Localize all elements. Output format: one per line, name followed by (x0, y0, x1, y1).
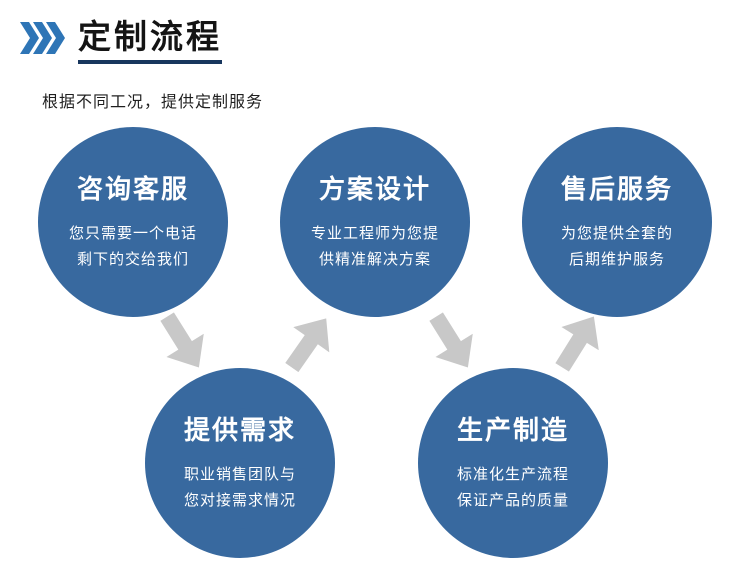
step-title: 咨询客服 (76, 175, 189, 205)
step-title: 生产制造 (456, 416, 569, 446)
step-title: 提供需求 (183, 416, 296, 446)
step-title: 售后服务 (560, 175, 673, 205)
step-circle-production-manufacturing: 生产制造 标准化生产流程 保证产品的质量 (418, 368, 608, 558)
step-description-line: 职业销售团队与 (183, 465, 296, 483)
step-description-line: 标准化生产流程 (456, 465, 569, 483)
step-circle-consult-service: 咨询客服 您只需要一个电话 剩下的交给我们 (38, 127, 228, 317)
step-description: 标准化生产流程 保证产品的质量 (457, 462, 569, 513)
flow-arrow-down-right-icon (417, 305, 486, 379)
flow-arrow-up-right-icon (274, 306, 344, 380)
step-description-line: 保证产品的质量 (456, 490, 569, 509)
step-circle-provide-requirements: 提供需求 职业销售团队与 您对接需求情况 (145, 368, 335, 558)
step-description-line: 供精准解决方案 (318, 249, 431, 268)
step-circle-solution-design: 方案设计 专业工程师为您提 供精准解决方案 (280, 127, 470, 317)
flow-arrow-down-right-icon (148, 305, 217, 379)
step-description: 职业销售团队与 您对接需求情况 (184, 462, 296, 513)
title-wrap: 定制流程 (78, 16, 222, 65)
step-description: 您只需要一个电话 剩下的交给我们 (69, 221, 197, 272)
step-description: 为您提供全套的 后期维护服务 (561, 221, 673, 272)
step-description: 专业工程师为您提 供精准解决方案 (311, 221, 439, 272)
step-circle-after-sales: 售后服务 为您提供全套的 后期维护服务 (522, 127, 712, 317)
section-header: 定制流程 (20, 16, 222, 65)
step-title: 方案设计 (318, 175, 431, 205)
triple-chevron-right-icon (20, 22, 65, 54)
step-description-line: 您对接需求情况 (183, 490, 296, 509)
step-description-line: 您只需要一个电话 (68, 224, 197, 242)
flow-arrow-up-right-icon (543, 305, 612, 379)
step-description-line: 后期维护服务 (568, 249, 665, 268)
step-description-line: 为您提供全套的 (560, 224, 673, 242)
page-title: 定制流程 (78, 17, 222, 56)
step-description-line: 专业工程师为您提 (310, 224, 439, 242)
title-underline (78, 60, 222, 65)
step-description-line: 剩下的交给我们 (76, 249, 189, 268)
section-subtitle: 根据不同工况，提供定制服务 (42, 92, 264, 111)
